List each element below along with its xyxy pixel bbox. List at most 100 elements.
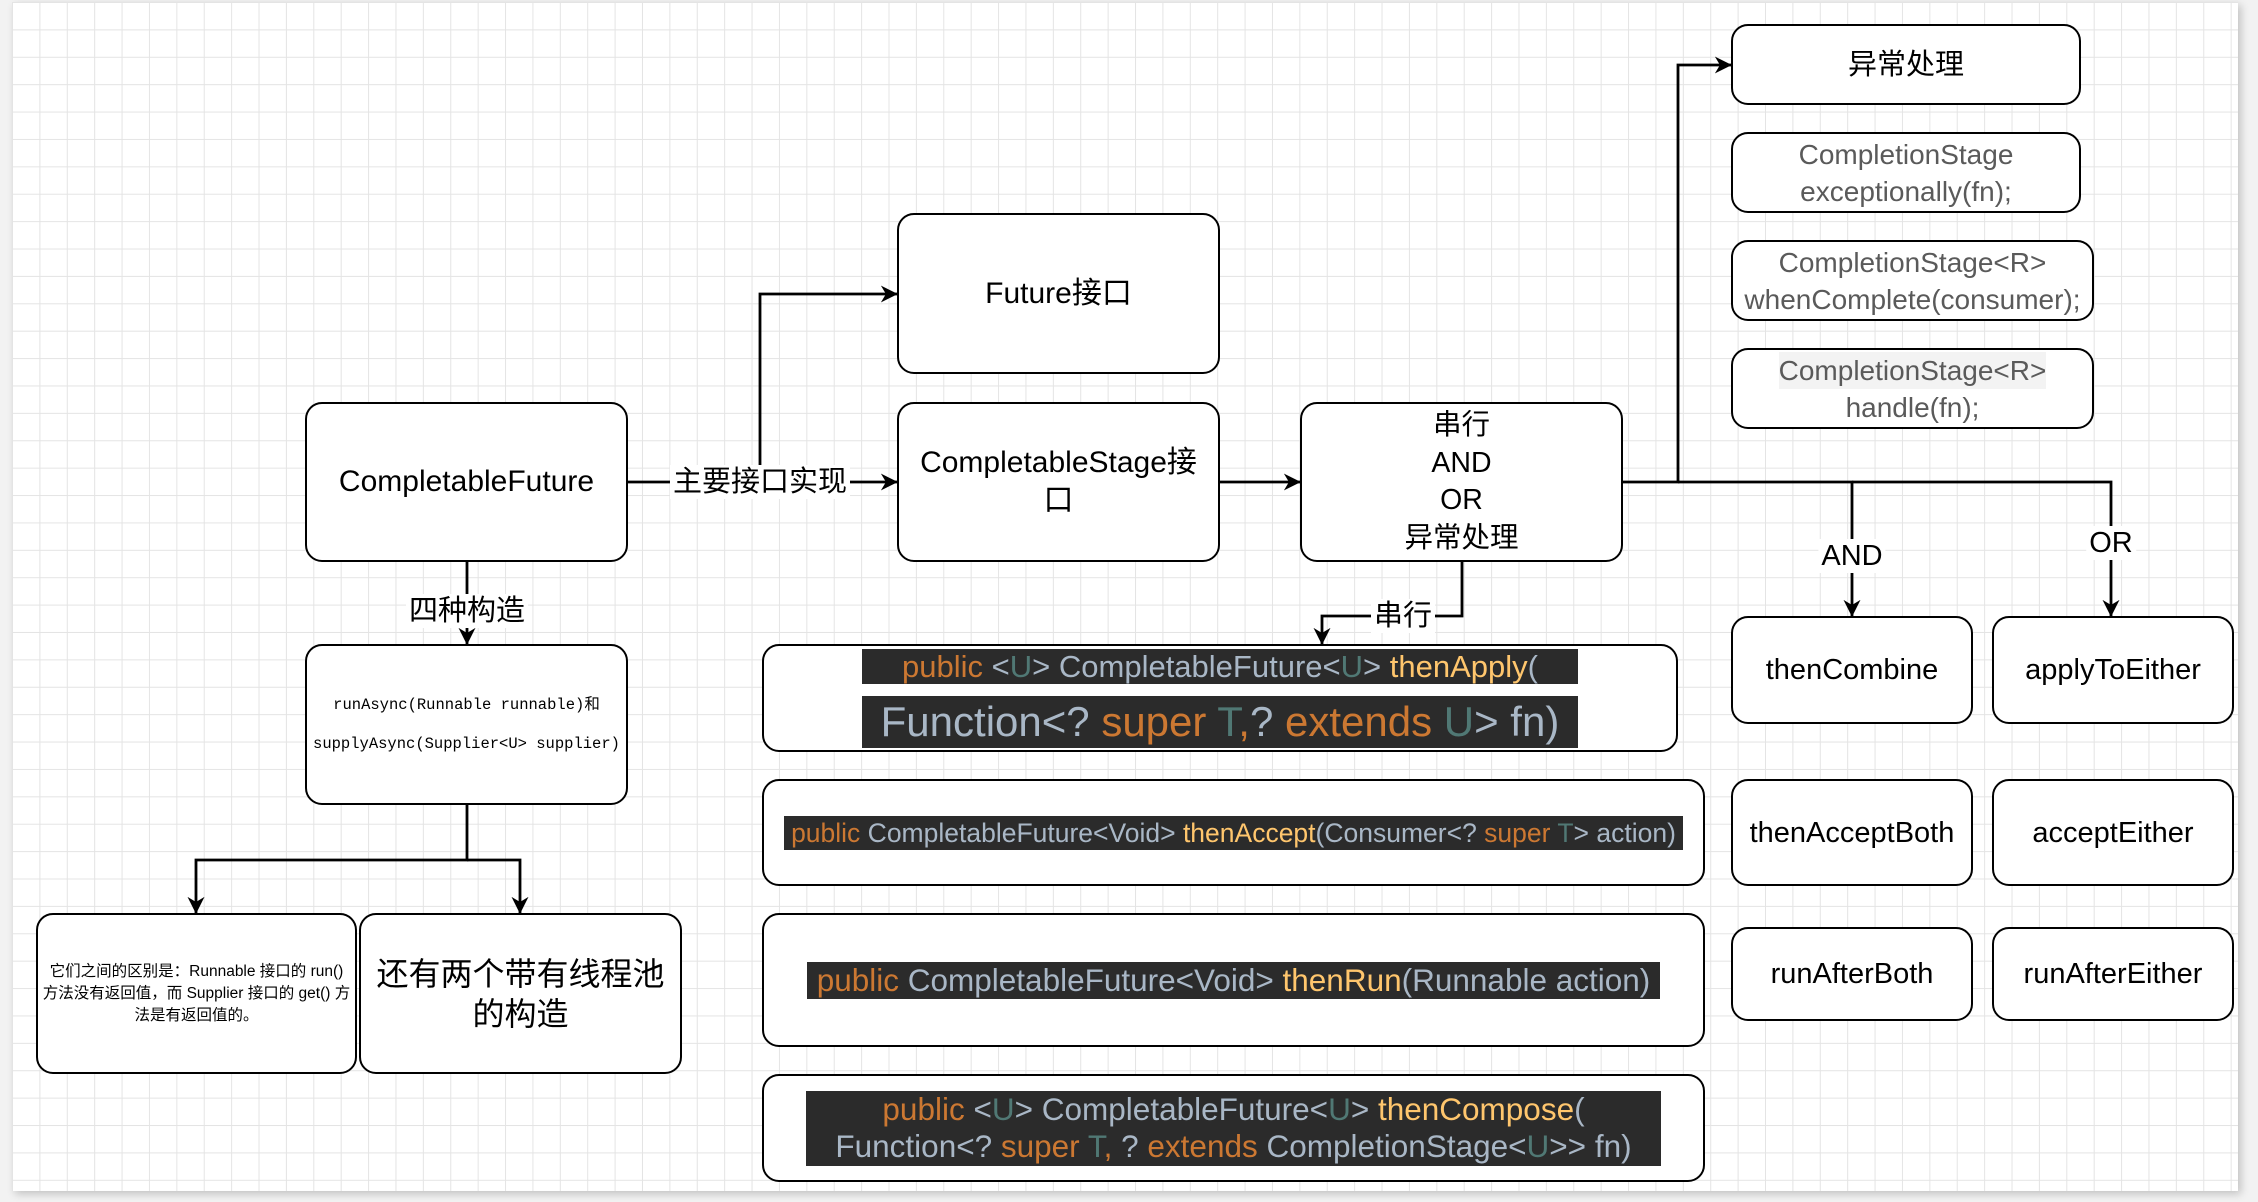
- code-token: > CompletableFuture<: [1014, 1090, 1329, 1127]
- edge-label-main-impl: 主要接口实现: [669, 465, 851, 499]
- then-accept-node: public CompletableFuture<Void> thenAccep…: [762, 779, 1705, 886]
- code-token: T: [1206, 697, 1239, 745]
- code-token: ,: [1238, 697, 1250, 745]
- constructors-node: runAsync(Runnable runnable)和 supplyAsync…: [305, 644, 628, 805]
- then-apply-line-2: Function<? super T,? extends U> fn): [862, 695, 1578, 748]
- accept-either-node: acceptEither: [1992, 779, 2234, 886]
- code-token: ?: [1249, 697, 1285, 745]
- code-token: U: [1432, 697, 1475, 745]
- edge-to-difference-note: [187, 805, 469, 914]
- difference-note-node: 它们之间的区别是：Runnable 接口的 run() 方法没有返回值，而 Su…: [36, 913, 357, 1074]
- code-token: Function<?: [880, 697, 1102, 745]
- then-compose-node: public <U> CompletableFuture<U> thenComp…: [762, 1074, 1705, 1182]
- code-token: (Runnable action): [1401, 961, 1651, 998]
- then-apply-node: public <U> CompletableFuture<U> thenAppl…: [762, 644, 1678, 752]
- code-token: T: [1079, 1127, 1104, 1164]
- edge-to-future-interface: [758, 285, 898, 482]
- apply-to-either-node: applyToEither: [1992, 616, 2234, 724]
- then-compose-code-block: public <U> CompletableFuture<U> thenComp…: [806, 1090, 1661, 1166]
- then-run-line: public CompletableFuture<Void> thenRun(R…: [806, 961, 1661, 999]
- code-token: thenCompose: [1377, 1090, 1575, 1127]
- completable-future-node: CompletableFuture: [305, 402, 628, 562]
- exception-handling-node: 异常处理: [1731, 24, 2081, 105]
- edge-to-exception-handling: [1623, 56, 1732, 484]
- edge-label-serial: 串行: [1370, 599, 1436, 633]
- exceptionally-line-2: exceptionally(fn);: [1800, 175, 2012, 207]
- code-token: ,: [1103, 1127, 1113, 1164]
- then-run-node: public CompletableFuture<Void> thenRun(R…: [762, 913, 1705, 1047]
- code-token: super: [1484, 817, 1551, 848]
- supply-async-signature: supplyAsync(Supplier<U> supplier): [313, 734, 620, 753]
- then-combine-node: thenCombine: [1731, 616, 1973, 724]
- code-token: thenRun: [1282, 961, 1402, 998]
- code-token: public: [882, 1090, 965, 1127]
- code-token: > action): [1573, 817, 1676, 848]
- code-token: > fn): [1474, 697, 1560, 745]
- run-async-signature: runAsync(Runnable runnable)和: [333, 695, 600, 714]
- code-token: CompletableFuture<Void>: [860, 817, 1183, 848]
- thread-pool-note-node: 还有两个带有线程池的构造: [359, 913, 682, 1074]
- code-token: ?: [1112, 1127, 1148, 1164]
- category-exception: 异常处理: [1404, 521, 1519, 554]
- accept-either-label: acceptEither: [2032, 816, 2194, 849]
- code-token: public: [902, 648, 984, 684]
- run-after-either-node: runAfterEither: [1992, 927, 2234, 1021]
- code-token: (: [1574, 1090, 1585, 1127]
- code-token: U: [1526, 1127, 1550, 1164]
- code-token: U: [1328, 1090, 1351, 1127]
- edge-to-thread-pool-note: [467, 858, 529, 914]
- code-token: <: [964, 1090, 992, 1127]
- code-token: extends: [1147, 1127, 1258, 1164]
- code-token: T: [1550, 817, 1574, 848]
- then-apply-line-1: public <U> CompletableFuture<U> thenAppl…: [862, 648, 1578, 684]
- code-token: public: [791, 817, 861, 848]
- edge-label-or: OR: [2086, 526, 2136, 560]
- code-token: (Consumer<?: [1315, 817, 1485, 848]
- code-token: > CompletableFuture<: [1032, 648, 1341, 684]
- code-token: >: [1350, 1090, 1378, 1127]
- code-token: U: [991, 1090, 1015, 1127]
- code-token: thenAccept: [1182, 817, 1316, 848]
- code-token: super: [1101, 697, 1207, 745]
- stage-categories-node: 串行 AND OR 异常处理: [1300, 402, 1623, 562]
- code-token: extends: [1285, 697, 1433, 745]
- handle-node: CompletionStage<R> handle(fn);: [1731, 348, 2094, 429]
- then-compose-line-2: Function<? super T, ? extends Completion…: [806, 1128, 1661, 1165]
- then-accept-both-node: thenAcceptBoth: [1731, 779, 1973, 886]
- code-token: (: [1527, 648, 1538, 684]
- exception-handling-label: 异常处理: [1847, 48, 1964, 81]
- code-token: super: [1000, 1127, 1080, 1164]
- exceptionally-line-1: CompletionStage: [1798, 138, 2014, 170]
- run-after-either-label: runAfterEither: [2023, 958, 2203, 990]
- thread-pool-note-text: 还有两个带有线程池的构造: [376, 955, 665, 1032]
- code-token: CompletionStage<: [1257, 1127, 1527, 1164]
- handle-line-2: handle(fn);: [1845, 391, 1980, 423]
- edge-label-and: AND: [1818, 539, 1886, 573]
- apply-to-either-label: applyToEither: [2025, 654, 2201, 686]
- then-combine-label: thenCombine: [1765, 654, 1939, 686]
- exceptionally-node: CompletionStage exceptionally(fn);: [1731, 132, 2081, 213]
- edge-or-branch: [1852, 480, 2120, 617]
- then-accept-line: public CompletableFuture<Void> thenAccep…: [784, 815, 1683, 850]
- difference-note-text: 它们之间的区别是：Runnable 接口的 run() 方法没有返回值，而 Su…: [42, 962, 351, 1024]
- code-token: CompletableFuture<Void>: [899, 961, 1283, 998]
- future-interface-label: Future接口: [985, 276, 1132, 310]
- category-or: OR: [1440, 484, 1483, 516]
- code-token: U: [1340, 648, 1364, 684]
- when-complete-line-2: whenComplete(consumer);: [1744, 283, 2081, 315]
- run-after-both-node: runAfterBoth: [1731, 927, 1973, 1021]
- code-token: <: [983, 648, 1010, 684]
- edge-label-four-constructors: 四种构造: [405, 594, 529, 628]
- code-token: Function<?: [835, 1127, 1001, 1164]
- code-token: thenApply: [1389, 648, 1528, 684]
- completable-stage-label: CompletableStage接口: [920, 446, 1197, 517]
- code-token: public: [816, 961, 900, 998]
- then-accept-both-label: thenAcceptBoth: [1749, 816, 1955, 849]
- code-token: >> fn): [1549, 1127, 1632, 1164]
- run-after-both-label: runAfterBoth: [1770, 958, 1934, 990]
- code-token: U: [1009, 648, 1033, 684]
- when-complete-node: CompletionStage<R> whenComplete(consumer…: [1731, 240, 2094, 321]
- then-compose-line-1: public <U> CompletableFuture<U> thenComp…: [806, 1091, 1661, 1128]
- completable-future-label: CompletableFuture: [338, 465, 595, 498]
- category-and: AND: [1431, 446, 1492, 479]
